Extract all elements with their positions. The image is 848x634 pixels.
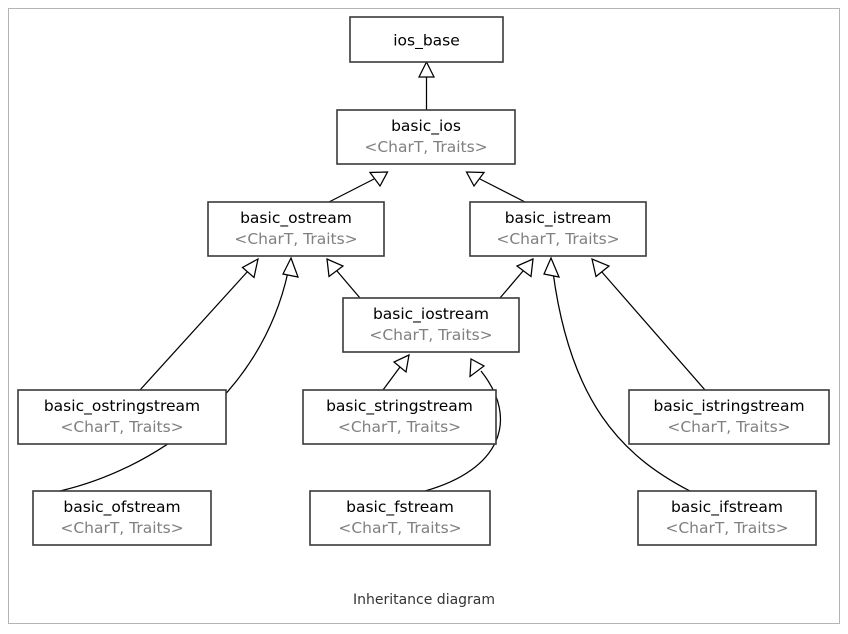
class-template-params-label: <CharT, Traits> — [338, 418, 461, 436]
class-name-label: basic_fstream — [346, 498, 454, 517]
class-box-basic_stringstream[interactable]: basic_stringstream <CharT, Traits> — [302, 389, 497, 445]
class-template-params-label: <CharT, Traits> — [60, 418, 183, 436]
inheritance-edge — [59, 256, 299, 492]
inheritance-edge — [465, 171, 526, 203]
class-name-label: basic_ofstream — [63, 498, 180, 517]
edge-line — [600, 270, 706, 391]
class-box-basic_ios[interactable]: basic_ios <CharT, Traits> — [336, 109, 516, 165]
generalization-arrowhead-icon — [591, 257, 611, 278]
edge-line — [336, 270, 361, 299]
generalization-arrowhead-icon — [392, 353, 410, 374]
generalization-arrowhead-icon — [465, 171, 486, 188]
edge-line — [479, 178, 526, 203]
class-box-basic_iostream[interactable]: basic_iostream <CharT, Traits> — [342, 297, 520, 353]
class-box-basic_fstream[interactable]: basic_fstream <CharT, Traits> — [309, 490, 491, 546]
class-box-basic_ifstream[interactable]: basic_ifstream <CharT, Traits> — [637, 490, 817, 546]
inheritance-edge — [326, 257, 361, 299]
class-template-params-label: <CharT, Traits> — [667, 418, 790, 436]
class-template-params-label: <CharT, Traits> — [60, 519, 183, 537]
class-template-params-label: <CharT, Traits> — [665, 519, 788, 537]
class-name-label: basic_ifstream — [671, 498, 783, 517]
class-template-params-label: <CharT, Traits> — [364, 138, 487, 156]
generalization-arrowhead-icon — [469, 357, 486, 378]
class-name-label: ios_base — [393, 32, 460, 51]
class-box-basic_ostringstream[interactable]: basic_ostringstream <CharT, Traits> — [17, 389, 227, 445]
generalization-arrowhead-icon — [543, 256, 561, 278]
class-name-label: basic_istringstream — [653, 397, 804, 416]
class-box-frame — [637, 490, 817, 546]
inheritance-edge — [543, 256, 691, 492]
edge-line — [139, 270, 249, 391]
class-box-basic_istream[interactable]: basic_istream <CharT, Traits> — [469, 201, 647, 257]
class-box-frame — [309, 490, 491, 546]
class-name-label: basic_ostringstream — [44, 397, 200, 416]
class-box-frame — [207, 201, 385, 257]
inheritance-edge — [139, 257, 259, 391]
generalization-arrowhead-icon — [282, 256, 299, 278]
class-box-frame — [32, 490, 212, 546]
class-box-frame — [302, 389, 497, 445]
figure-caption: Inheritance diagram — [353, 592, 495, 608]
class-name-label: basic_iostream — [373, 305, 489, 324]
class-template-params-label: <CharT, Traits> — [496, 230, 619, 248]
generalization-arrowhead-icon — [368, 171, 389, 188]
class-template-params-label: <CharT, Traits> — [338, 519, 461, 537]
inheritance-edge — [328, 171, 389, 203]
class-box-basic_istringstream[interactable]: basic_istringstream <CharT, Traits> — [628, 389, 830, 445]
class-box-basic_ofstream[interactable]: basic_ofstream <CharT, Traits> — [32, 490, 212, 546]
class-name-label: basic_ostream — [240, 209, 352, 228]
generalization-arrowhead-icon — [417, 60, 436, 78]
class-name-label: basic_istream — [505, 209, 612, 228]
class-box-frame — [349, 16, 504, 63]
class-box-ios_base[interactable]: ios_base — [349, 16, 504, 63]
inheritance-edge — [382, 353, 410, 391]
class-box-frame — [336, 109, 516, 165]
generalization-arrowhead-icon — [326, 257, 345, 278]
edge-line — [382, 366, 401, 391]
edge-line — [552, 271, 691, 492]
class-name-label: basic_stringstream — [326, 397, 473, 416]
inheritance-edge — [417, 60, 436, 110]
class-box-frame — [469, 201, 647, 257]
inheritance-edge — [591, 257, 706, 391]
class-box-frame — [628, 389, 830, 445]
class-name-label: basic_ios — [391, 117, 461, 136]
class-box-frame — [17, 389, 227, 445]
edge-line — [59, 271, 289, 492]
class-template-params-label: <CharT, Traits> — [234, 230, 357, 248]
class-box-basic_ostream[interactable]: basic_ostream <CharT, Traits> — [207, 201, 385, 257]
generalization-arrowhead-icon — [241, 257, 259, 279]
edge-line — [499, 270, 524, 299]
inheritance-edge — [499, 257, 534, 299]
generalization-arrowhead-icon — [515, 257, 534, 278]
edge-line — [328, 178, 375, 203]
class-box-frame — [342, 297, 520, 353]
class-template-params-label: <CharT, Traits> — [369, 326, 492, 344]
